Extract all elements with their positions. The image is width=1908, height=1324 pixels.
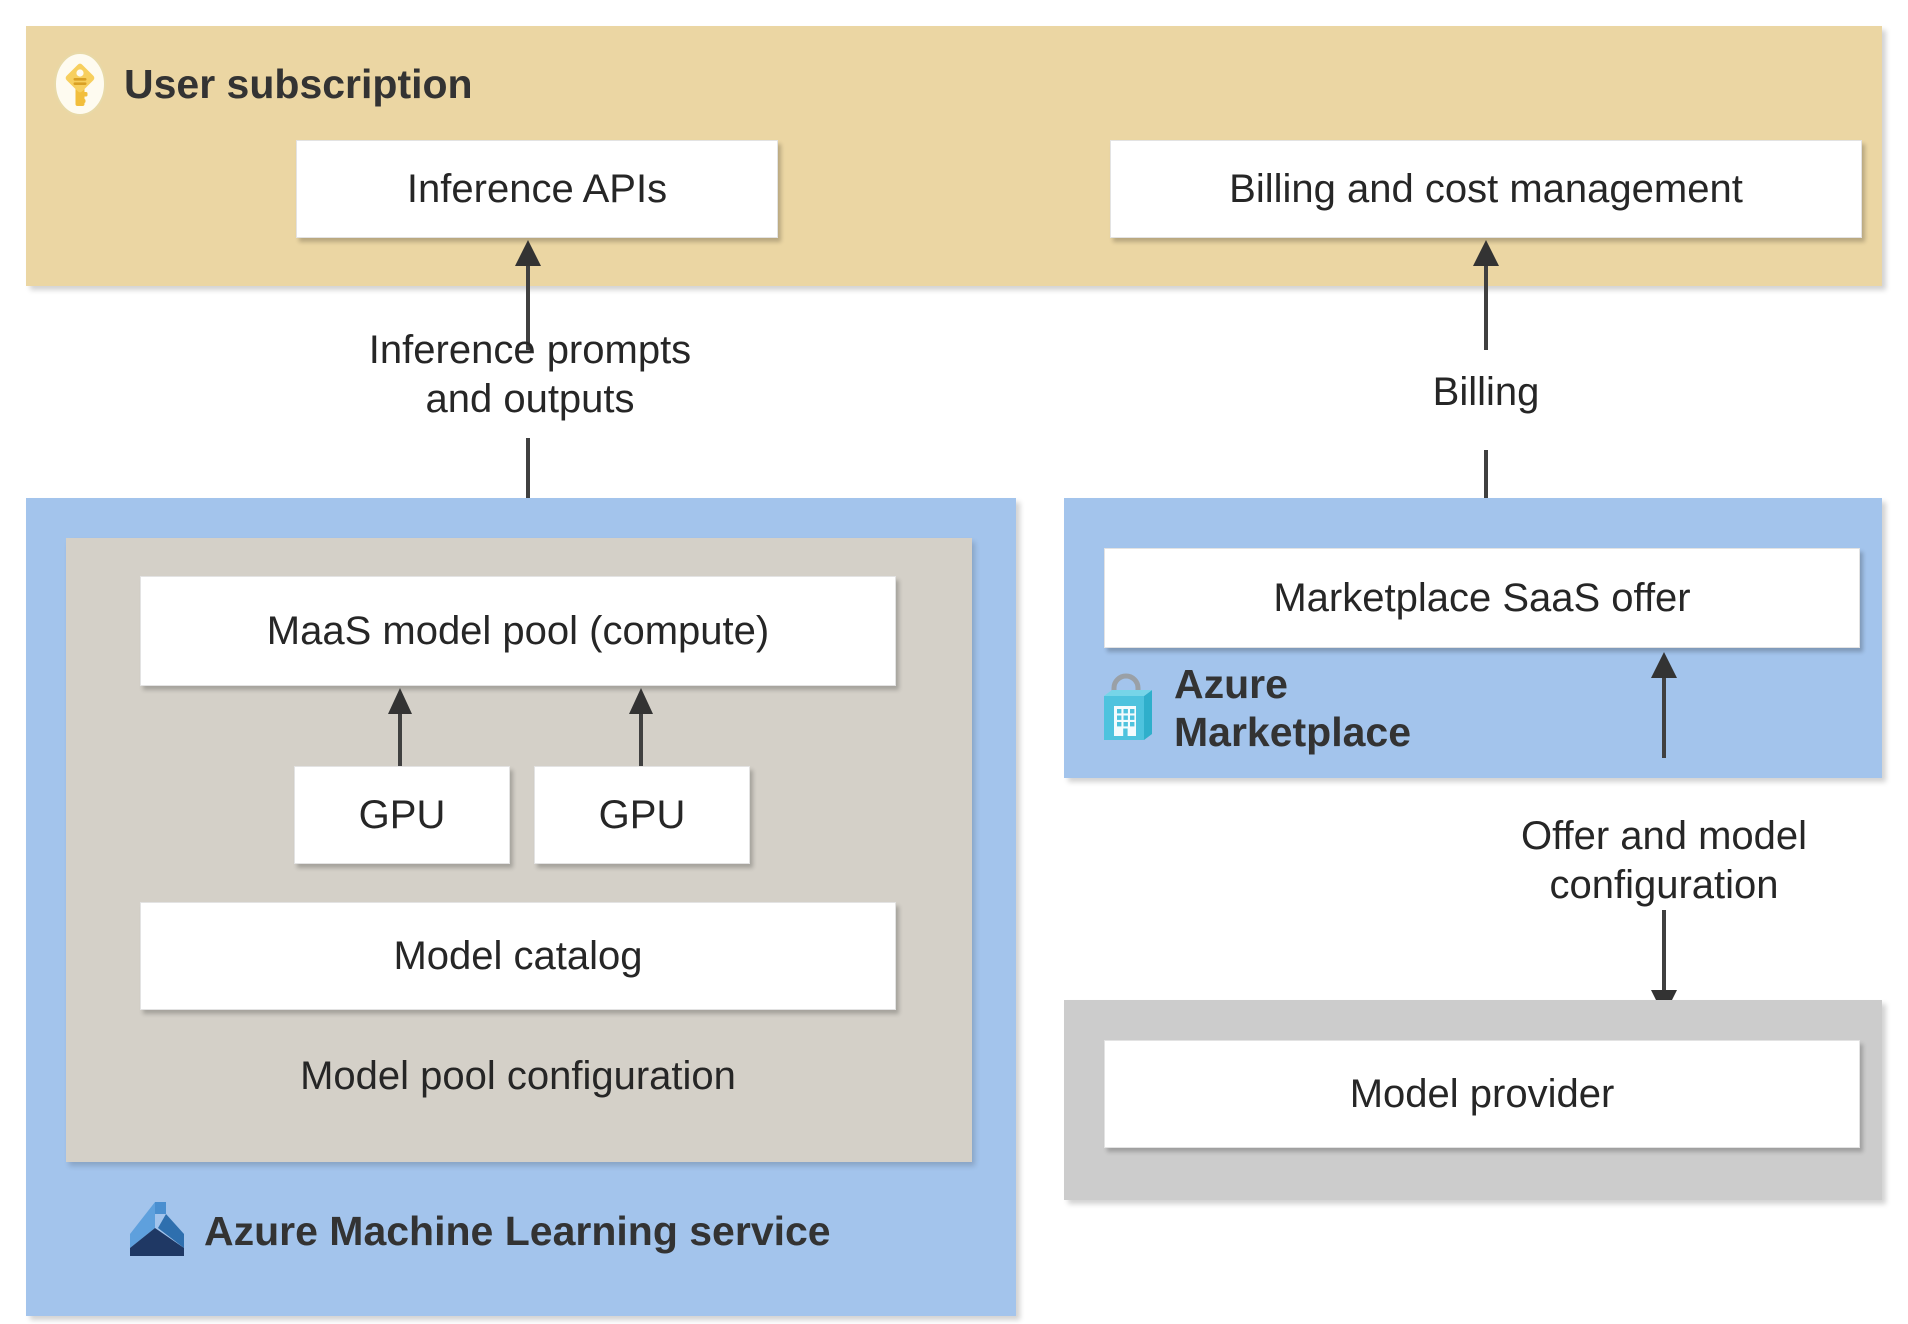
edge-label-offer-and-model-configuration: Offer and model configuration — [1520, 814, 1808, 907]
zone-title-azure-marketplace: Azure Marketplace — [1096, 660, 1411, 757]
node-model-catalog[interactable]: Model catalog — [140, 902, 896, 1010]
node-billing-and-cost-management[interactable]: Billing and cost management — [1110, 140, 1862, 238]
node-label: Marketplace SaaS offer — [1273, 576, 1691, 620]
key-icon — [54, 52, 106, 116]
zone-title-label: Azure Marketplace — [1174, 661, 1412, 756]
arrow-offer-config-up — [1651, 652, 1677, 758]
edge-label-inference-prompts: Inference prompts and outputs — [368, 328, 692, 421]
azure-machine-learning-icon — [130, 1202, 184, 1256]
node-maas-model-pool[interactable]: MaaS model pool (compute) — [140, 576, 896, 686]
shopping-bag-icon — [1104, 673, 1152, 741]
zone-title-azure-machine-learning: Azure Machine Learning service — [122, 1198, 831, 1264]
arrow-inference-up — [515, 240, 541, 350]
node-gpu-1[interactable]: GPU — [294, 766, 510, 864]
node-label: GPU — [598, 793, 686, 837]
caption-model-pool-configuration: Model pool configuration — [300, 1054, 736, 1098]
node-label: Model catalog — [393, 934, 643, 978]
node-inference-apis[interactable]: Inference APIs — [296, 140, 778, 238]
node-model-provider[interactable]: Model provider — [1104, 1040, 1860, 1148]
edge-label-billing: Billing — [1432, 370, 1540, 414]
zone-title-label: Azure Machine Learning service — [204, 1207, 831, 1254]
node-gpu-2[interactable]: GPU — [534, 766, 750, 864]
node-label: MaaS model pool (compute) — [266, 609, 770, 653]
zone-title-user-subscription: User subscription — [52, 50, 473, 118]
node-label: Model provider — [1349, 1072, 1615, 1116]
node-label: Inference APIs — [406, 167, 668, 211]
node-label: Billing and cost management — [1229, 167, 1743, 211]
node-label: GPU — [358, 793, 446, 837]
zone-title-label: User subscription — [124, 60, 473, 107]
node-marketplace-saas-offer[interactable]: Marketplace SaaS offer — [1104, 548, 1860, 648]
arrow-billing-up — [1473, 240, 1499, 350]
